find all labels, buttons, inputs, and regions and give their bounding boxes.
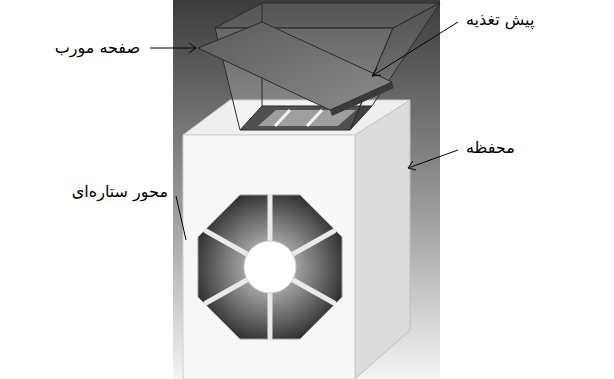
- part-label: پیش تغذیه: [466, 10, 534, 30]
- housing: [183, 100, 410, 379]
- plate-edge: [330, 82, 394, 116]
- leader-lines: [150, 22, 458, 240]
- part-label: محور ستاره‌ای: [72, 182, 168, 202]
- star-shaft: [198, 195, 342, 339]
- part-label: صفحه مورب: [55, 38, 140, 58]
- backdrop: [173, 0, 440, 379]
- part-label: محفظه: [466, 138, 515, 158]
